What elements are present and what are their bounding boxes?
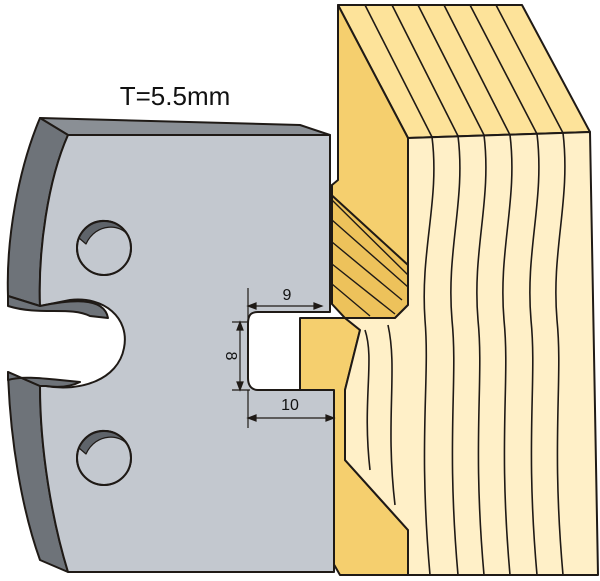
thickness-label: T=5.5mm (120, 81, 231, 111)
blade-notch-edge (7, 295, 109, 319)
dimension-label-9: 9 (283, 287, 292, 304)
wood-end-grain (344, 131, 599, 576)
blade-notch-edge-lower (7, 371, 81, 388)
blade-face (38, 134, 335, 573)
dimension-lines (232, 288, 336, 428)
wood-workpiece (299, 4, 599, 576)
blade-top-edge (39, 117, 331, 136)
wood-top-grain (364, 4, 564, 138)
dimension-label-8: 8 (222, 352, 239, 361)
mounting-hole-top (76, 219, 132, 276)
dimension-label-10: 10 (281, 397, 299, 414)
mounting-hole-bottom (76, 429, 132, 486)
wood-end-grain-lines (364, 132, 566, 576)
knife-blade (6, 117, 335, 573)
wood-groove-grain (331, 199, 409, 317)
